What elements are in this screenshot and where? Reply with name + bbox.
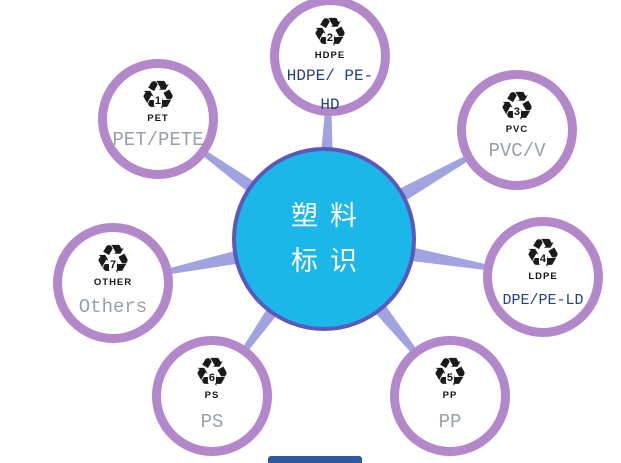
resin-code-number: 2 bbox=[325, 31, 335, 44]
node-other: ♻ 7 OTHER Others bbox=[53, 223, 173, 343]
node-label: PS bbox=[200, 411, 224, 433]
node-ps: ♻ 6 PS PS bbox=[152, 336, 272, 456]
recycle-icon: ♻ 1 PET bbox=[140, 76, 176, 124]
recycle-icon: ♻ 6 PS bbox=[194, 353, 230, 401]
center-title-line1: 塑料 bbox=[291, 201, 369, 232]
resin-code-number: 3 bbox=[512, 105, 522, 118]
node-label: DPE/PE-LD bbox=[502, 292, 584, 309]
recycle-icon: ♻ 3 PVC bbox=[499, 87, 535, 135]
resin-code-abbr: PET bbox=[147, 113, 169, 124]
node-ldpe: ♻ 4 LDPE DPE/PE-LD bbox=[483, 217, 603, 337]
resin-code-number: 5 bbox=[445, 371, 455, 384]
resin-code-abbr: PS bbox=[204, 390, 220, 401]
resin-code-abbr: PVC bbox=[505, 124, 529, 135]
resin-code-abbr: OTHER bbox=[93, 277, 133, 288]
resin-code-abbr: HDPE bbox=[314, 50, 346, 61]
node-pp: ♻ 5 PP PP bbox=[390, 336, 510, 456]
node-label: Others bbox=[78, 296, 148, 318]
resin-code-number: 6 bbox=[207, 371, 217, 384]
node-pet: ♻ 1 PET PET/PETE bbox=[98, 59, 218, 179]
resin-code-number: 1 bbox=[153, 94, 163, 107]
node-label: PET/PETE bbox=[112, 129, 204, 151]
bottom-edge-shape bbox=[268, 456, 362, 463]
recycle-icon: ♻ 7 OTHER bbox=[94, 240, 132, 288]
recycle-icon: ♻ 4 LDPE bbox=[525, 234, 561, 282]
resin-code-abbr: PP bbox=[442, 390, 458, 401]
resin-code-number: 4 bbox=[538, 252, 548, 265]
recycle-icon: ♻ 5 PP bbox=[432, 353, 468, 401]
resin-code-abbr: LDPE bbox=[528, 271, 558, 282]
node-hdpe: ♻ 2 HDPE HDPE/ PE-HD bbox=[270, 0, 390, 116]
center-title-line2: 标识 bbox=[291, 246, 369, 277]
resin-code-number: 7 bbox=[108, 258, 118, 271]
node-label: HDPE/ PE-HD bbox=[286, 67, 374, 114]
recycle-icon: ♻ 2 HDPE bbox=[312, 13, 348, 61]
node-pvc: ♻ 3 PVC PVC/V bbox=[457, 70, 577, 190]
center-topic: 塑料 标识 bbox=[232, 147, 416, 331]
node-label: PVC/V bbox=[488, 140, 546, 162]
node-label: PP bbox=[438, 411, 462, 433]
